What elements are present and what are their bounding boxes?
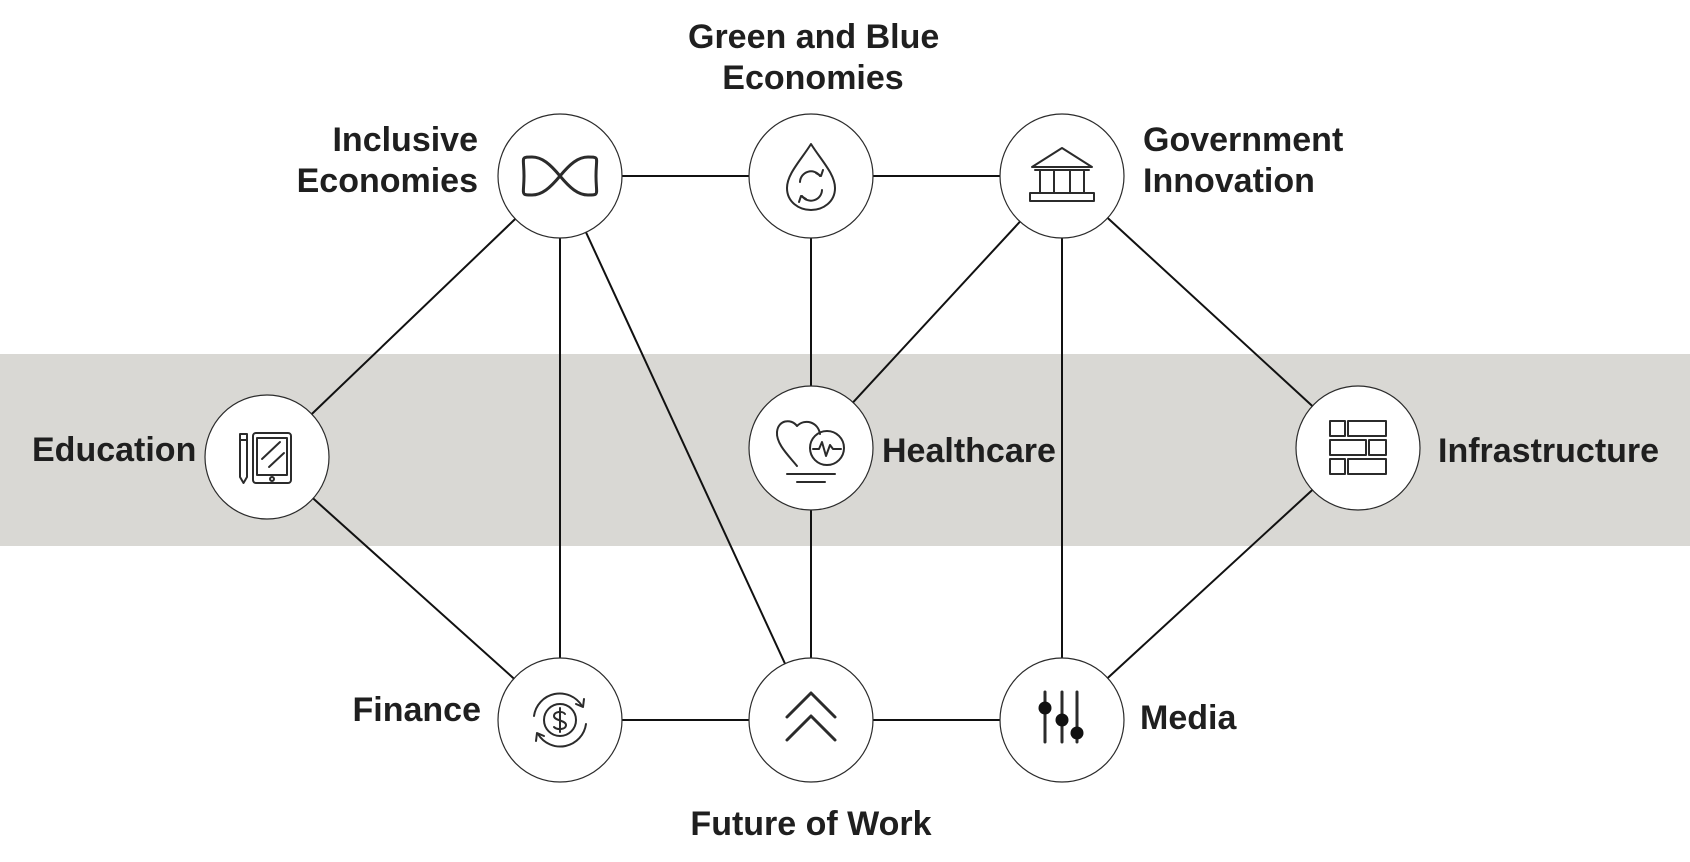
node-circle: [204, 394, 330, 520]
edge-inclusive-future_work: [585, 231, 786, 665]
node-finance: [497, 657, 623, 783]
dollar-cycle-icon: [533, 692, 587, 748]
infinity-icon: [521, 155, 599, 197]
label-government-innovation: Government Innovation: [1143, 120, 1343, 202]
label-line: Future of Work: [690, 805, 932, 843]
label-line: Economies: [722, 59, 904, 97]
label-green-blue-economies: Green and Blue Economies: [688, 17, 940, 99]
brick-wall-icon: [1329, 420, 1387, 475]
label-line: Inclusive: [332, 121, 478, 159]
label-media: Media: [1140, 698, 1236, 739]
edge-government-healthcare: [852, 220, 1021, 404]
node-green-blue-economies: [748, 113, 874, 239]
node-government-innovation: [999, 113, 1125, 239]
node-future-of-work: [748, 657, 874, 783]
node-circle: [748, 657, 874, 783]
double-chevron-up-icon: [785, 691, 837, 742]
node-circle: [1295, 385, 1421, 511]
label-line: Finance: [352, 691, 481, 729]
node-infrastructure: [1295, 385, 1421, 511]
heart-pulse-icon: [775, 420, 845, 483]
edges-layer: [311, 175, 1313, 721]
label-finance: Finance: [353, 690, 481, 731]
node-healthcare: [748, 385, 874, 511]
nodes-layer: [204, 113, 1421, 783]
label-inclusive-economies: Inclusive Economies: [297, 120, 478, 202]
water-drop-cycle-icon: [786, 143, 836, 211]
label-healthcare: Healthcare: [882, 431, 1056, 472]
label-line: Government: [1143, 121, 1344, 159]
label-infrastructure: Infrastructure: [1438, 431, 1659, 472]
label-line: Healthcare: [882, 432, 1056, 470]
label-line: Education: [32, 431, 197, 469]
node-education: [204, 394, 330, 520]
edge-education-finance: [312, 497, 515, 680]
label-line: Media: [1140, 699, 1237, 737]
label-line: Innovation: [1143, 162, 1315, 200]
label-future-of-work: Future of Work: [681, 804, 941, 845]
node-circle: [999, 113, 1125, 239]
label-education: Education: [32, 430, 196, 471]
node-media: [999, 657, 1125, 783]
label-line: Infrastructure: [1438, 432, 1660, 470]
node-inclusive-economies: [497, 113, 623, 239]
government-building-icon: [1029, 147, 1095, 202]
label-line: Economies: [296, 162, 478, 200]
tablet-pen-icon: [239, 432, 292, 484]
label-line: Green and Blue: [688, 18, 940, 56]
edge-government-infrastructure: [1107, 217, 1313, 407]
edge-media-infrastructure: [1107, 489, 1313, 679]
sliders-icon: [1038, 690, 1084, 744]
edge-inclusive-education: [311, 218, 516, 415]
node-circle: [748, 113, 874, 239]
